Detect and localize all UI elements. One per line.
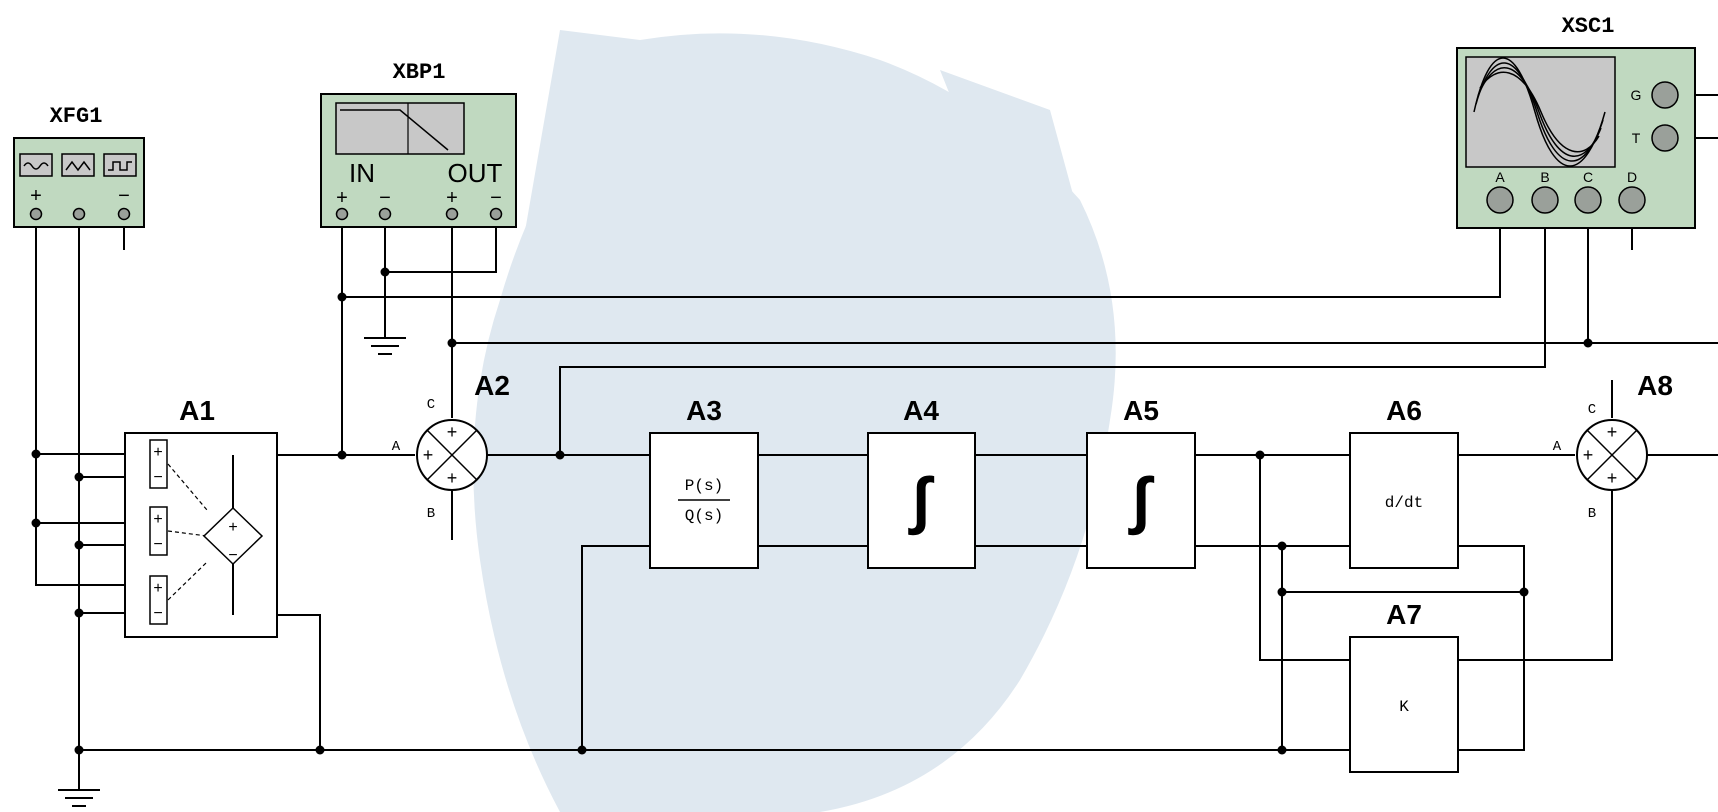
triangle-wave-icon xyxy=(65,160,91,172)
a8-port-c: C xyxy=(1588,402,1596,418)
xfg1-pin-plus[interactable] xyxy=(29,207,43,221)
a3-numerator: P(s) xyxy=(685,477,723,495)
bode-plotter-xbp1[interactable]: XBP1 IN OUT + − + − xyxy=(320,60,517,228)
a2-label: A2 xyxy=(474,370,510,401)
a1-source-1 xyxy=(149,439,168,489)
function-generator-xfg1[interactable]: XFG1 + − xyxy=(13,104,145,228)
a7-label: A7 xyxy=(1386,599,1422,630)
a1-output-plus: + xyxy=(228,519,237,536)
a1-output-minus: − xyxy=(228,547,237,564)
block-a1[interactable]: A1 + − + − + − + − xyxy=(124,395,278,638)
xsc1-c-label: C xyxy=(1583,169,1593,185)
a1-source-2-minus: − xyxy=(153,536,163,554)
xsc1-pin-g[interactable] xyxy=(1651,81,1679,109)
a2-sign-a: + xyxy=(423,445,434,465)
a2-sign-c: + xyxy=(447,422,458,442)
xsc1-b-label: B xyxy=(1540,169,1549,185)
a2-sign-b: + xyxy=(447,468,458,488)
block-a3-transfer-function[interactable]: A3 P(s) Q(s) xyxy=(649,395,759,569)
xfg1-label: XFG1 xyxy=(50,104,103,129)
block-a6-differentiator[interactable]: A6 d/dt xyxy=(1349,395,1459,569)
oscilloscope-xsc1[interactable]: XSC1 G T A B C D xyxy=(1456,14,1696,229)
a3-denominator: Q(s) xyxy=(685,507,723,525)
a1-source-3 xyxy=(149,575,168,625)
xsc1-pin-b[interactable] xyxy=(1531,186,1559,214)
a8-sign-c: + xyxy=(1607,422,1618,442)
a8-port-a: A xyxy=(1553,439,1562,455)
xsc1-g-label: G xyxy=(1631,87,1642,103)
xfg1-pin-common[interactable] xyxy=(72,207,86,221)
xbp1-in-plus: + xyxy=(336,187,348,209)
a8-port-b: B xyxy=(1588,506,1596,522)
xsc1-pin-t[interactable] xyxy=(1651,124,1679,152)
lowpass-response-icon xyxy=(340,109,449,151)
xbp1-label: XBP1 xyxy=(393,60,446,85)
a3-label: A3 xyxy=(686,395,722,426)
xbp1-in-minus: − xyxy=(379,187,391,209)
a1-source-3-minus: − xyxy=(153,605,163,623)
a8-label: A8 xyxy=(1637,370,1673,401)
xbp1-pin-in-plus[interactable] xyxy=(335,207,349,221)
a8-sign-a: + xyxy=(1583,445,1594,465)
block-a7-gain[interactable]: A7 K xyxy=(1349,599,1459,773)
a2-port-b: B xyxy=(427,506,435,522)
ground-symbol-xbp1 xyxy=(364,337,406,355)
xfg1-minus-sign: − xyxy=(118,185,130,207)
junction-dots xyxy=(31,267,1593,755)
a1-label: A1 xyxy=(179,395,215,426)
xsc1-a-label: A xyxy=(1495,169,1505,185)
block-a4-integrator[interactable]: A4 ∫ xyxy=(867,395,976,569)
a2-port-c: C xyxy=(427,397,435,413)
xsc1-pin-d[interactable] xyxy=(1618,186,1646,214)
triangle-wave-button[interactable] xyxy=(61,153,95,177)
xfg1-plus-sign: + xyxy=(30,185,42,207)
xbp1-out-label: OUT xyxy=(448,158,503,188)
xsc1-pin-a[interactable] xyxy=(1486,186,1514,214)
a1-source-3-plus: + xyxy=(153,580,163,598)
a1-source-1-plus: + xyxy=(153,444,163,462)
ship-watermark xyxy=(473,30,1116,812)
a5-label: A5 xyxy=(1123,395,1159,426)
a7-text: K xyxy=(1399,698,1409,716)
a4-integral-symbol: ∫ xyxy=(907,464,934,536)
ground-symbol-left xyxy=(58,789,100,807)
xbp1-out-minus: − xyxy=(490,187,502,209)
a6-label: A6 xyxy=(1386,395,1422,426)
xbp1-pin-out-minus[interactable] xyxy=(489,207,503,221)
sine-wave-button[interactable] xyxy=(19,153,53,177)
xsc1-d-label: D xyxy=(1627,169,1637,185)
square-wave-icon xyxy=(108,161,132,171)
summer-a8[interactable]: A8 A B C + + + xyxy=(1553,370,1673,522)
xbp1-pin-in-minus[interactable] xyxy=(378,207,392,221)
a1-source-1-minus: − xyxy=(153,469,163,487)
sine-wave-icon xyxy=(23,162,49,170)
xsc1-t-label: T xyxy=(1632,130,1641,146)
xbp1-in-label: IN xyxy=(349,158,375,188)
a4-label: A4 xyxy=(903,395,939,426)
summer-a2[interactable]: A2 A B C + + + xyxy=(392,370,510,522)
a1-source-2-plus: + xyxy=(153,511,163,529)
xsc1-label: XSC1 xyxy=(1562,14,1615,39)
a6-text: d/dt xyxy=(1385,494,1423,512)
a2-port-a: A xyxy=(392,439,401,455)
a8-sign-b: + xyxy=(1607,468,1618,488)
a1-source-2 xyxy=(149,506,168,556)
a5-integral-symbol: ∫ xyxy=(1127,464,1154,536)
xbp1-out-plus: + xyxy=(446,187,458,209)
waveform-traces-icon xyxy=(1473,57,1606,167)
xbp1-pin-out-plus[interactable] xyxy=(445,207,459,221)
block-a5-integrator[interactable]: A5 ∫ xyxy=(1086,395,1196,569)
xfg1-pin-minus[interactable] xyxy=(117,207,131,221)
xsc1-pin-c[interactable] xyxy=(1574,186,1602,214)
